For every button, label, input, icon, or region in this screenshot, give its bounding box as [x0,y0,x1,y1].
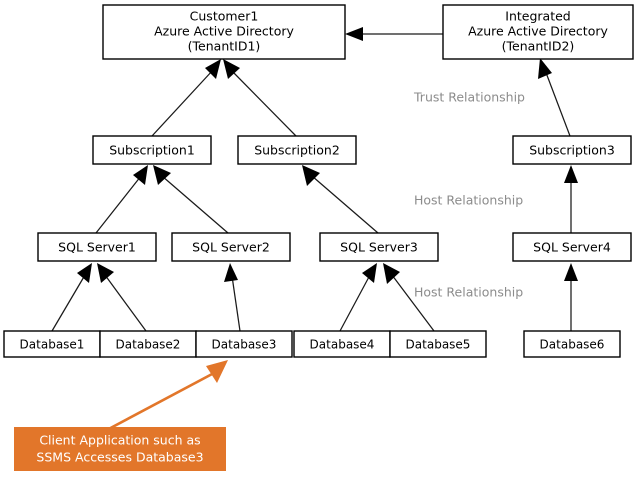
node-customer1-aad[interactable]: Customer1 Azure Active Directory (Tenant… [102,4,346,60]
node-database1[interactable]: Database1 [3,330,101,358]
node-subscription3-label: Subscription3 [529,143,615,158]
node-database2[interactable]: Database2 [99,330,197,358]
node-database5[interactable]: Database5 [389,330,487,358]
edge-subscription1-to-customer1-aad [151,59,221,137]
edge-database1-to-sql-server1 [51,263,92,332]
edge-sql-server1-to-subscription1 [95,165,148,234]
edge-database4-to-sql-server3 [339,263,377,332]
callout-line1: Client Application such as [39,433,200,448]
node-sql-server3[interactable]: SQL Server3 [319,232,439,262]
edge-sql-server2-to-subscription1 [153,165,229,234]
node-sql-server1-label: SQL Server1 [58,240,136,255]
node-layer: Customer1 Azure Active Directory (Tenant… [3,4,634,358]
node-customer1-aad-line3: (TenantID1) [188,39,261,54]
node-customer1-aad-line1: Customer1 [190,9,259,24]
node-database6-label: Database6 [540,338,605,352]
label-host-relationship-upper: Host Relationship [414,193,523,208]
edge-sql-server4-to-subscription3 [564,165,578,233]
callout-line2: SSMS Accesses Database3 [36,450,203,465]
node-database3-label: Database3 [212,338,277,352]
node-sql-server4-label: SQL Server4 [533,240,611,255]
node-sql-server1[interactable]: SQL Server1 [37,232,157,262]
node-subscription3[interactable]: Subscription3 [512,135,632,165]
edge-subscription3-to-integrated-aad [538,58,571,137]
node-sql-server3-label: SQL Server3 [340,240,418,255]
label-host-relationship-lower: Host Relationship [414,285,523,300]
edge-database2-to-sql-server1 [97,263,147,332]
edge-subscription2-to-customer1-aad [223,59,297,137]
node-database4[interactable]: Database4 [293,330,391,358]
node-database2-label: Database2 [116,338,181,352]
edge-database5-to-sql-server3 [383,263,435,332]
node-sql-server4[interactable]: SQL Server4 [512,232,632,262]
node-subscription1-label: Subscription1 [109,143,195,158]
node-database4-label: Database4 [310,338,375,352]
node-subscription2-label: Subscription2 [254,143,340,158]
node-subscription2[interactable]: Subscription2 [237,135,357,165]
node-sql-server2-label: SQL Server2 [192,240,270,255]
relationship-label-layer: Trust Relationship Host Relationship Hos… [413,90,525,300]
node-integrated-aad-line1: Integrated [505,9,570,24]
edge-database3-to-sql-server2 [224,263,241,332]
node-database5-label: Database5 [406,338,471,352]
node-sql-server2[interactable]: SQL Server2 [171,232,291,262]
label-trust-relationship: Trust Relationship [413,90,525,105]
node-database3[interactable]: Database3 [195,330,293,358]
edge-database6-to-sql-server4 [564,263,578,331]
node-integrated-aad-line2: Azure Active Directory [468,24,608,39]
edge-layer [51,27,578,332]
node-database6[interactable]: Database6 [523,330,621,358]
node-integrated-aad-line3: (TenantID2) [502,39,575,54]
node-database1-label: Database1 [20,338,85,352]
edge-integrated-aad-to-customer1-aad [345,27,443,41]
node-integrated-aad[interactable]: Integrated Azure Active Directory (Tenan… [442,4,634,60]
callout-client-application[interactable]: Client Application such as SSMS Accesses… [14,360,228,471]
edge-sql-server3-to-subscription2 [302,165,379,234]
node-subscription1[interactable]: Subscription1 [92,135,212,165]
node-customer1-aad-line2: Azure Active Directory [154,24,294,39]
